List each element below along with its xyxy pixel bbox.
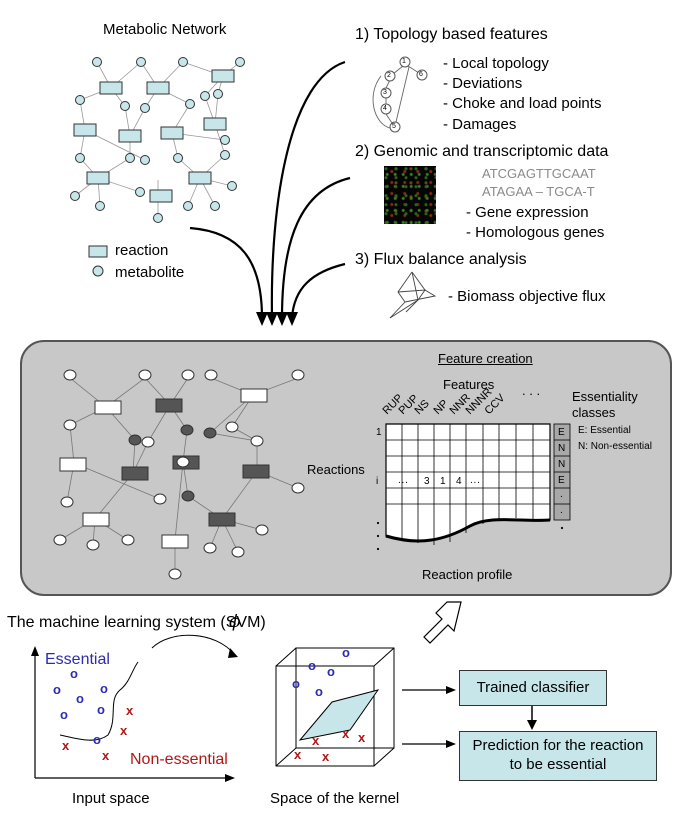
features-label: Features <box>443 377 495 392</box>
class-cell: E <box>558 427 565 438</box>
graph-node-label: 1 <box>402 58 406 65</box>
input-space-label: Input space <box>72 790 150 807</box>
network-title: Metabolic Network <box>103 21 227 38</box>
essential-point: o <box>60 707 68 722</box>
essential-point: o <box>97 702 105 717</box>
graph-node-label: 2 <box>387 72 391 79</box>
essential-point: o <box>76 691 84 706</box>
row-i-value: . . . <box>470 475 480 486</box>
essential-point: o <box>53 682 61 697</box>
graph-node-label: 6 <box>419 71 423 78</box>
essentiality-label: Essentiality classes <box>572 389 638 421</box>
prediction-box: Prediction for the reaction to be essent… <box>459 731 657 781</box>
kernel-space-label: Space of the kernel <box>270 790 400 807</box>
class-cell: N <box>558 443 566 454</box>
non-essential-point: x <box>322 749 330 764</box>
row-i-value: 3 <box>424 476 430 487</box>
graph-node-label: 3 <box>383 89 387 96</box>
non-essential-point: x <box>342 726 350 741</box>
flux-item: - Biomass objective flux <box>448 288 606 305</box>
microarray-image <box>384 166 436 224</box>
non-essential-point: x <box>312 733 320 748</box>
essential-point: o <box>292 676 300 691</box>
graph-node-label: 4 <box>383 105 387 112</box>
genomic-item: - Homologous genes <box>466 224 605 241</box>
non-essential-point: x <box>120 723 128 738</box>
class-cell: E <box>558 475 565 486</box>
essential-point: o <box>100 681 108 696</box>
flux-title: 3) Flux balance analysis <box>355 251 527 268</box>
row-marker: 1 <box>376 427 382 438</box>
phi-label: ϕ <box>229 612 241 632</box>
non-essential-point: x <box>126 703 134 718</box>
ml-title: The machine learning system (SVM) <box>7 614 266 631</box>
topology-item: - Deviations <box>443 75 523 92</box>
essential-label: Essential <box>45 651 110 668</box>
dna-sequence: ATAGAA – TGCA-T <box>482 184 595 199</box>
legend-metabolite-label: metabolite <box>115 264 185 281</box>
legend-reaction-label: reaction <box>115 242 169 259</box>
row-i-value: . . . <box>398 475 408 486</box>
topology-item: - Choke and load points <box>443 95 602 112</box>
feature-column-ellipsis: . . . <box>522 383 541 398</box>
non-essential-point: x <box>358 730 366 745</box>
feature-creation-title: Feature creation <box>438 351 533 366</box>
class-key-nonessential: N: Non-essential <box>578 441 652 452</box>
row-i-value: 1 <box>440 476 446 487</box>
essential-point: o <box>327 664 335 679</box>
class-key-essential: E: Essential <box>578 425 631 436</box>
essential-point: o <box>93 732 101 747</box>
topology-item: - Damages <box>443 116 517 133</box>
reactions-label: Reactions <box>307 462 365 477</box>
essential-point: o <box>342 645 350 660</box>
trained-classifier-box: Trained classifier <box>459 670 607 706</box>
non-essential-point: x <box>102 748 110 763</box>
essential-point: o <box>315 684 323 699</box>
row-i-value: 4 <box>456 476 462 487</box>
non-essential-point: x <box>294 747 302 762</box>
dna-sequence: ATCGAGTTGCAAT <box>482 166 596 181</box>
class-cell: . <box>560 505 563 516</box>
class-cell: . <box>560 489 563 500</box>
class-cell: N <box>558 459 566 470</box>
row-marker: i <box>376 476 379 487</box>
topology-item: - Local topology <box>443 55 549 72</box>
genomic-item: - Gene expression <box>466 204 589 221</box>
essential-point: o <box>70 666 78 681</box>
non-essential-label: Non-essential <box>130 751 228 768</box>
reaction-profile-label: Reaction profile <box>422 567 513 582</box>
non-essential-point: x <box>62 738 70 753</box>
topology-title: 1) Topology based features <box>355 26 548 43</box>
graph-node-label: 5 <box>392 123 396 130</box>
genomic-title: 2) Genomic and transcriptomic data <box>355 143 609 160</box>
essential-point: o <box>308 658 316 673</box>
